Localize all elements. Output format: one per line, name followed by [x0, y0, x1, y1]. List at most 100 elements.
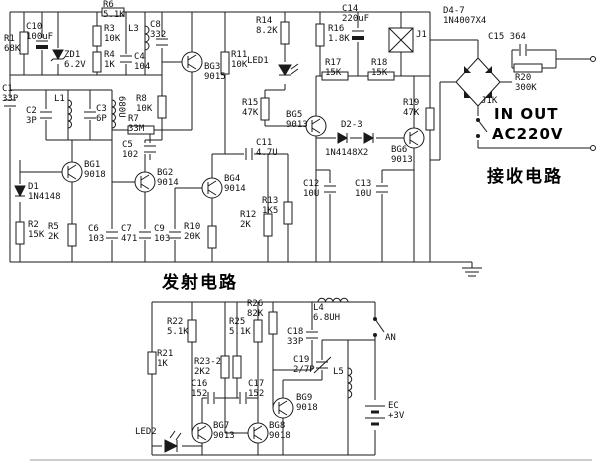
- ac-terminals: [590, 56, 596, 151]
- label-R17: R17 15K: [325, 58, 342, 79]
- label-BG1: BG1 9018: [84, 160, 106, 181]
- label-L2-value: 680U: [116, 96, 127, 118]
- resistor-R3: [92, 25, 102, 47]
- transistor-BG6: [403, 127, 425, 149]
- label-D2-3: D2-3: [341, 120, 363, 130]
- ac220v-label: AC220V: [492, 125, 564, 143]
- capacitor-C11: [245, 148, 253, 160]
- label-BG9: BG9 9018: [296, 393, 318, 414]
- label-BG4: BG4 9014: [224, 174, 246, 195]
- transistor-BG3: [181, 51, 203, 73]
- label-BG5: BG5 9013: [286, 110, 308, 131]
- label-C13: C13 10U: [355, 179, 372, 200]
- receiver-title: 接收电路: [487, 167, 563, 187]
- transistor-BG2: [134, 171, 156, 193]
- capacitor-C9: [168, 229, 182, 240]
- label-R7: R7 33M: [128, 114, 145, 135]
- label-R12: R12 2K: [240, 210, 257, 231]
- inductor-L2: [111, 99, 116, 129]
- label-BG2: BG2 9014: [157, 168, 179, 189]
- capacitor-C5: [143, 143, 157, 154]
- label-C11: C11 4.7U: [256, 138, 278, 159]
- resistor-R20: [513, 63, 543, 73]
- label-R5: R5 2K: [48, 222, 59, 243]
- label-C7: C7 471: [121, 224, 138, 245]
- inductor-L3: [144, 25, 150, 51]
- diodes: [13, 48, 376, 454]
- resistor-R16: [315, 23, 325, 47]
- label-R11: R11 10K: [231, 50, 248, 71]
- label-R8: R8 10K: [136, 94, 153, 115]
- resistor-R8: [157, 95, 167, 119]
- resistor-R11: [220, 51, 230, 75]
- label-LED1: LED1: [247, 56, 269, 66]
- label-R20: R20 300K: [515, 73, 537, 94]
- resistor-R2: [15, 221, 25, 245]
- resistor-R1: [19, 31, 29, 55]
- label-L3: L3: [128, 24, 139, 34]
- in-out-label: IN OUT: [494, 105, 559, 123]
- resistor-R24: [232, 355, 242, 379]
- capacitor-C4: [119, 54, 133, 64]
- capacitor-C2: [39, 109, 53, 120]
- capacitor-C6: [105, 229, 119, 240]
- transistor-BG4: [201, 177, 223, 199]
- resistor-R12: [263, 213, 273, 237]
- resistor-R23: [220, 355, 230, 379]
- transistor-BG9: [272, 397, 294, 419]
- label-L5: L5: [333, 367, 344, 377]
- resistor-R26: [268, 311, 278, 335]
- capacitor-C18: [306, 331, 318, 339]
- resistors: [15, 7, 543, 379]
- resistor-R17: [321, 71, 349, 81]
- label-R25: R25 5.1K: [229, 317, 251, 338]
- capacitor-C12: [323, 183, 337, 194]
- switch-AN: [370, 317, 385, 337]
- capacitor-C17: [239, 392, 247, 404]
- label-R14: R14 8.2K: [256, 16, 278, 37]
- resistor-R6: [101, 7, 125, 17]
- capacitor-C19-variable: [313, 356, 332, 374]
- resistor-R4: [92, 51, 102, 73]
- label-C19: C19 2/7P: [293, 355, 315, 376]
- capacitor-C1: [3, 97, 17, 108]
- resistor-R15: [260, 97, 270, 121]
- label-R16: R16 1.8K: [328, 24, 350, 45]
- led-LED1: [277, 62, 299, 84]
- inductor-L1: [67, 99, 72, 129]
- capacitor-C7: [138, 229, 152, 240]
- inductor-L4: [317, 297, 349, 303]
- label-R15: R15 47K: [242, 98, 259, 119]
- label-R23-2: R23-2 2K2: [194, 357, 222, 378]
- resistor-R10: [207, 225, 217, 249]
- label-C12: C12 10U: [303, 179, 320, 200]
- label-R22: R22 5.1K: [167, 317, 189, 338]
- label-R21: R21 1K: [157, 349, 174, 370]
- capacitor-C13: [375, 183, 389, 194]
- label-C15: C15 364: [488, 32, 526, 42]
- ground-symbol: [462, 267, 482, 277]
- label-R19: R19 47K: [403, 98, 420, 119]
- zener-ZD1: [50, 48, 66, 64]
- resistor-R22: [187, 319, 197, 343]
- label-D1: D1 1N4148: [28, 182, 61, 203]
- resistor-R7: [127, 125, 155, 135]
- transmitter-title: 发射电路: [162, 273, 238, 293]
- inductors: [67, 25, 353, 399]
- label-BG7: BG7 9013: [213, 421, 235, 442]
- battery-EC: [363, 400, 387, 430]
- label-AN: AN: [385, 333, 396, 343]
- transistor-BG7: [191, 422, 213, 444]
- resistor-R19: [425, 107, 435, 131]
- label-D4-7: D4-7 1N4007X4: [443, 6, 487, 27]
- transistor-BG1: [61, 161, 83, 183]
- label-BG6: BG6 9013: [391, 145, 413, 166]
- transistor-BG5: [305, 115, 327, 137]
- transistors: [61, 51, 425, 444]
- label-C18: C18 33P: [287, 327, 304, 348]
- label-C2: C2 3P: [26, 106, 37, 127]
- label-C17: C17 152: [248, 379, 265, 400]
- label-EC: EC +3V: [388, 401, 405, 422]
- label-C5: C5 102: [122, 140, 139, 161]
